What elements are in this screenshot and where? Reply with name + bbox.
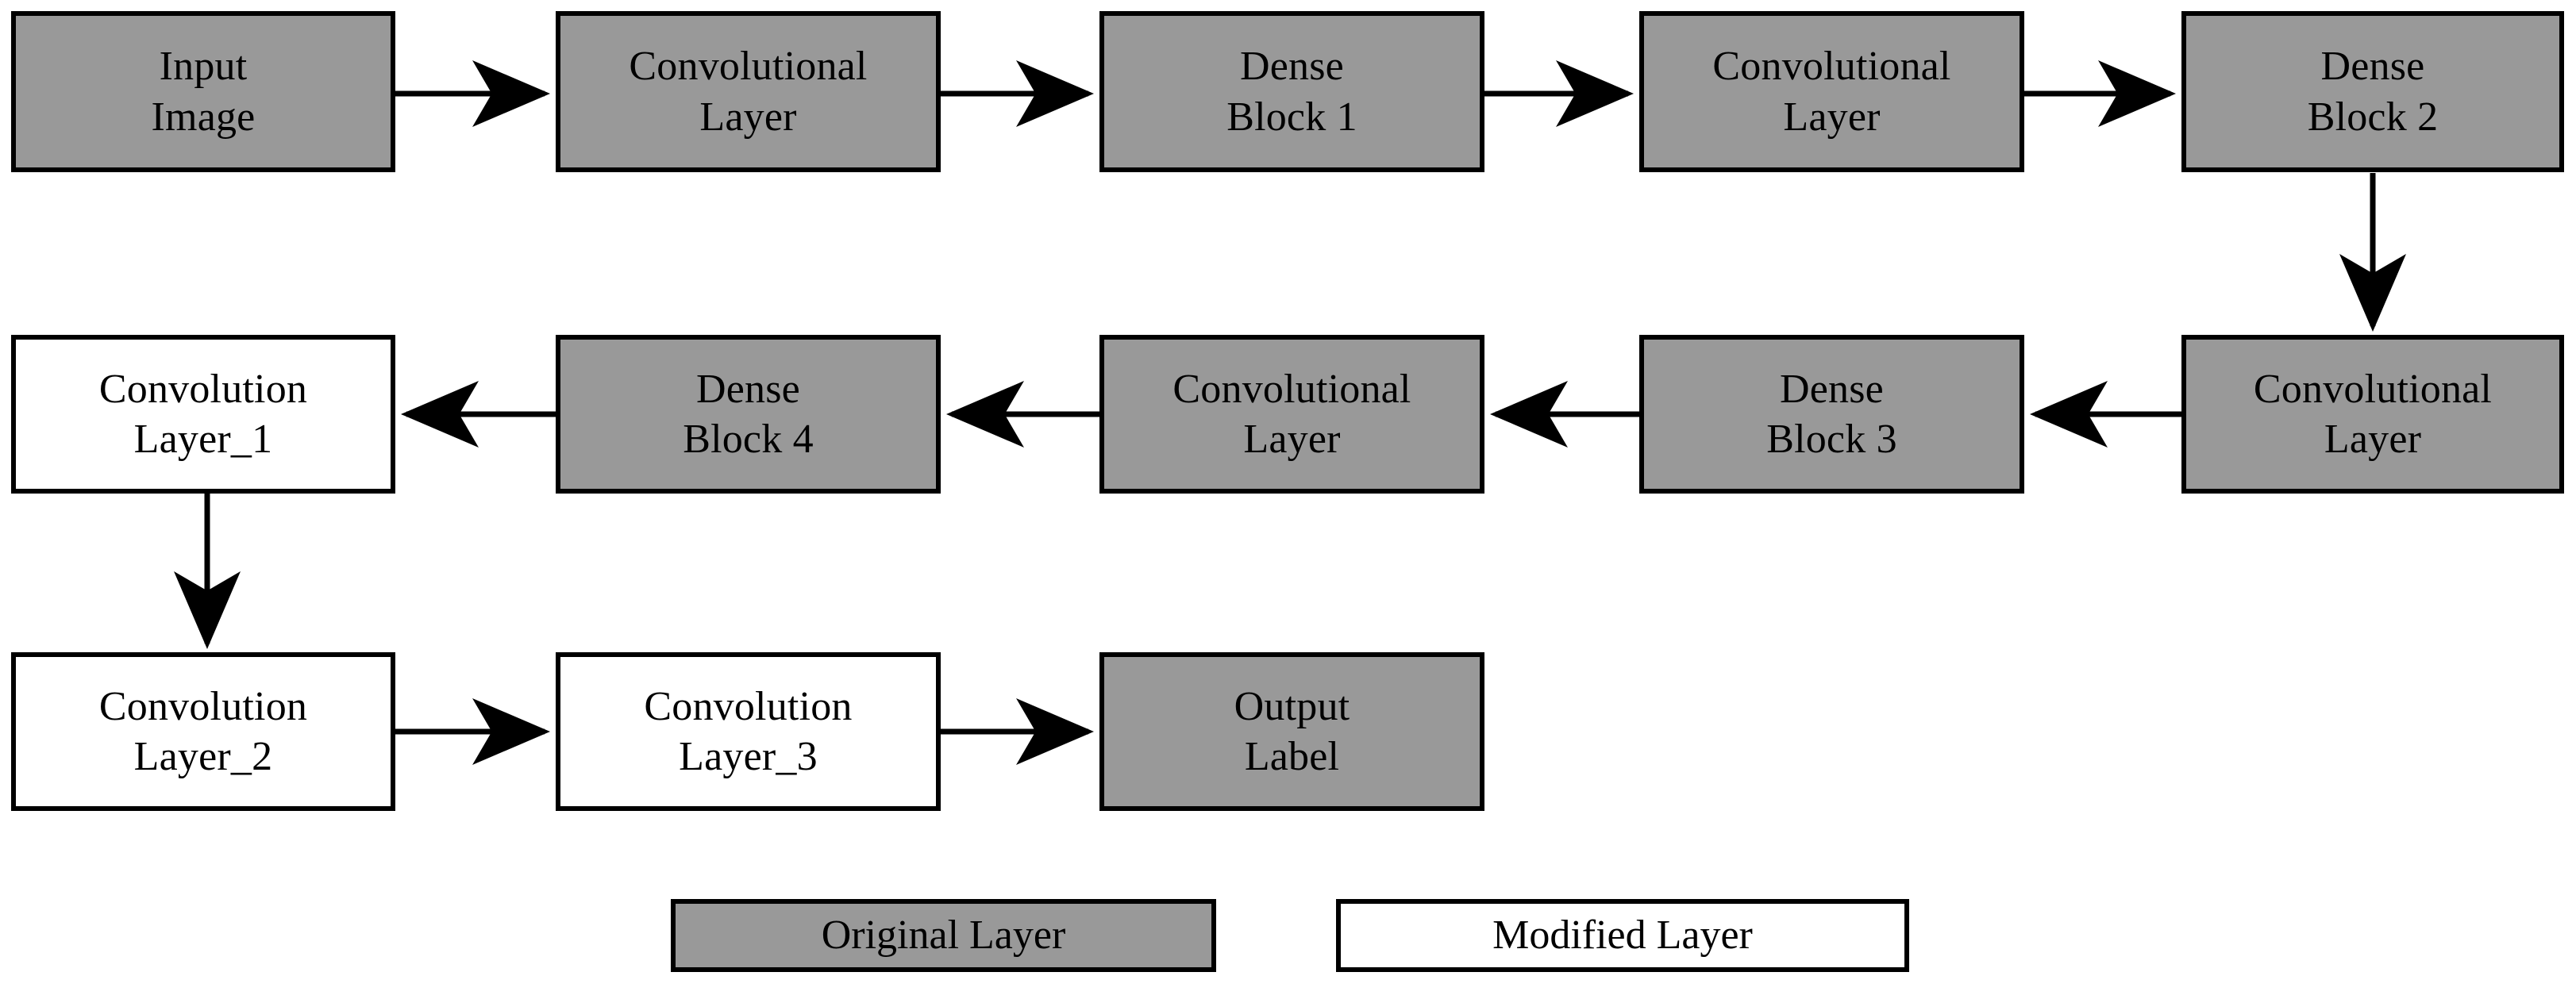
node-output-label[interactable]: Output Label xyxy=(1099,652,1484,811)
node-convolution-layer_3[interactable]: Convolution Layer_3 xyxy=(556,652,941,811)
node-conv-layer-2[interactable]: Convolutional Layer xyxy=(1639,11,2024,172)
node-convolution-layer_2[interactable]: Convolution Layer_2 xyxy=(11,652,395,811)
node-conv-layer-1[interactable]: Convolutional Layer xyxy=(556,11,941,172)
node-conv-layer-4[interactable]: Convolutional Layer xyxy=(1099,335,1484,494)
node-input-image[interactable]: Input Image xyxy=(11,11,395,172)
node-dense-block-2[interactable]: Dense Block 2 xyxy=(2181,11,2564,172)
node-dense-block-4[interactable]: Dense Block 4 xyxy=(556,335,941,494)
node-dense-block-3[interactable]: Dense Block 3 xyxy=(1639,335,2024,494)
node-convolution-layer_1[interactable]: Convolution Layer_1 xyxy=(11,335,395,494)
legend-item-original-layer: Original Layer xyxy=(671,899,1216,972)
node-conv-layer-3[interactable]: Convolutional Layer xyxy=(2181,335,2564,494)
node-dense-block-1[interactable]: Dense Block 1 xyxy=(1099,11,1484,172)
legend-item-modified-layer: Modified Layer xyxy=(1336,899,1909,972)
